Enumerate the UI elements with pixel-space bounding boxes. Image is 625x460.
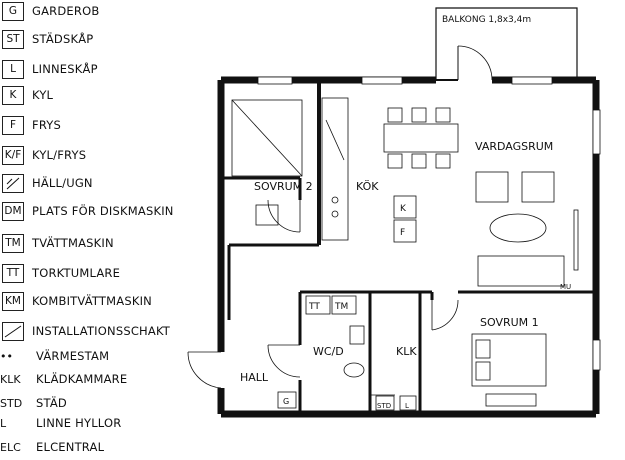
- room-label-living: VARDAGSRUM: [475, 140, 553, 153]
- legend-row: KM KOMBITVÄTTMASKIN: [0, 290, 152, 312]
- legend-symbol: K: [2, 85, 24, 105]
- legend-symbol: ST: [2, 29, 24, 49]
- legend-label: PLATS FÖR DISKMASKIN: [32, 204, 174, 218]
- legend-label: INSTALLATIONSSCHAKT: [32, 324, 171, 338]
- tm-mark: TM: [334, 302, 348, 312]
- legend-row: STD STÄD: [0, 392, 67, 414]
- balcony-label: BALKONG 1,8x3,4m: [442, 15, 531, 25]
- tt-mark: TT: [308, 302, 320, 312]
- legend-row: HÄLL/UGN: [0, 172, 93, 194]
- room-label-walkin: KLK: [396, 345, 417, 358]
- legend-symbol: STD: [0, 393, 28, 413]
- legend-symbol: TM: [2, 233, 24, 253]
- legend-label: ELCENTRAL: [36, 440, 105, 454]
- hall-storage: [277, 391, 417, 411]
- legend: G GARDEROB ST STÄDSKÅP L LINNESKÅP K KYL F FRYS K/…: [0, 0, 200, 460]
- legend-symbol: TT: [2, 263, 24, 283]
- std-mark: STD: [377, 402, 391, 410]
- wc-fixtures: [305, 295, 365, 378]
- legend-symbol: DM: [2, 201, 24, 221]
- legend-row: DM PLATS FÖR DISKMASKIN: [0, 200, 174, 222]
- legend-label: HÄLL/UGN: [32, 176, 93, 190]
- legend-label: LINNE HYLLOR: [36, 416, 122, 430]
- legend-symbol: L: [0, 413, 28, 433]
- legend-symbol: K/F: [2, 145, 24, 165]
- legend-label: KYL: [32, 88, 54, 102]
- legend-label: LINNESKÅP: [32, 62, 98, 76]
- freezer-mark: F: [400, 228, 405, 238]
- room-label-bedroom1: SOVRUM 1: [480, 316, 539, 329]
- legend-row: TM TVÄTTMASKIN: [0, 232, 114, 254]
- stove-icon: [2, 173, 24, 193]
- legend-label: FRYS: [32, 118, 61, 132]
- bedroom2-furniture: [231, 99, 303, 226]
- legend-row: L LINNE HYLLOR: [0, 412, 121, 434]
- legend-label: VÄRMESTAM: [36, 349, 110, 363]
- room-label-kitchen: KÖK: [356, 180, 379, 193]
- legend-row: TT TORKTUMLARE: [0, 262, 120, 284]
- legend-label: TVÄTTMASKIN: [32, 236, 114, 250]
- legend-symbol: L: [2, 59, 24, 79]
- legend-row: L LINNESKÅP: [0, 58, 98, 80]
- kitchen-counter: [321, 97, 417, 243]
- legend-symbol: F: [2, 115, 24, 135]
- room-label-bedroom2: SOVRUM 2: [254, 180, 313, 193]
- interior-walls: [221, 80, 596, 414]
- door-swings: [187, 199, 459, 396]
- legend-label: KOMBITVÄTTMASKIN: [32, 294, 152, 308]
- legend-row: ST STÄDSKÅP: [0, 28, 93, 50]
- legend-label: KYL/FRYS: [32, 148, 87, 162]
- legend-label: TORKTUMLARE: [32, 266, 121, 280]
- outer-walls: [217, 76, 600, 418]
- legend-row: F FRYS: [0, 114, 61, 136]
- shaft-icon: [2, 321, 24, 341]
- legend-row: K KYL: [0, 84, 53, 106]
- legend-symbol: G: [2, 1, 24, 21]
- legend-symbol: ELC: [0, 437, 28, 457]
- windows: [257, 76, 601, 371]
- legend-label: STÄDSKÅP: [32, 32, 94, 46]
- legend-row: G GARDEROB: [0, 0, 99, 22]
- fridge-mark: K: [400, 204, 407, 214]
- legend-label: STÄD: [36, 396, 67, 410]
- living-furniture: [475, 171, 579, 287]
- legend-label: GARDEROB: [32, 4, 100, 18]
- legend-row: K/F KYL/FRYS: [0, 144, 86, 166]
- legend-row: INSTALLATIONSSCHAKT: [0, 320, 170, 342]
- mu-mark: MU: [560, 283, 571, 291]
- room-label-wc: WC/D: [313, 345, 344, 358]
- legend-label: KLÄDKAMMARE: [36, 372, 128, 386]
- legend-row: •• VÄRMESTAM: [0, 345, 109, 367]
- bedroom1-furniture: [471, 333, 547, 407]
- l-mark: L: [405, 402, 409, 410]
- legend-row: ELC ELCENTRAL: [0, 436, 104, 458]
- legend-row: KLK KLÄDKAMMARE: [0, 368, 127, 390]
- legend-symbol: ••: [0, 346, 28, 366]
- dining-table: [383, 107, 459, 169]
- legend-symbol: KLK: [0, 369, 28, 389]
- legend-symbol: KM: [2, 291, 24, 311]
- g-mark: G: [283, 397, 289, 406]
- balcony: BALKONG 1,8x3,4m: [435, 7, 578, 81]
- room-label-hall: HALL: [240, 371, 269, 384]
